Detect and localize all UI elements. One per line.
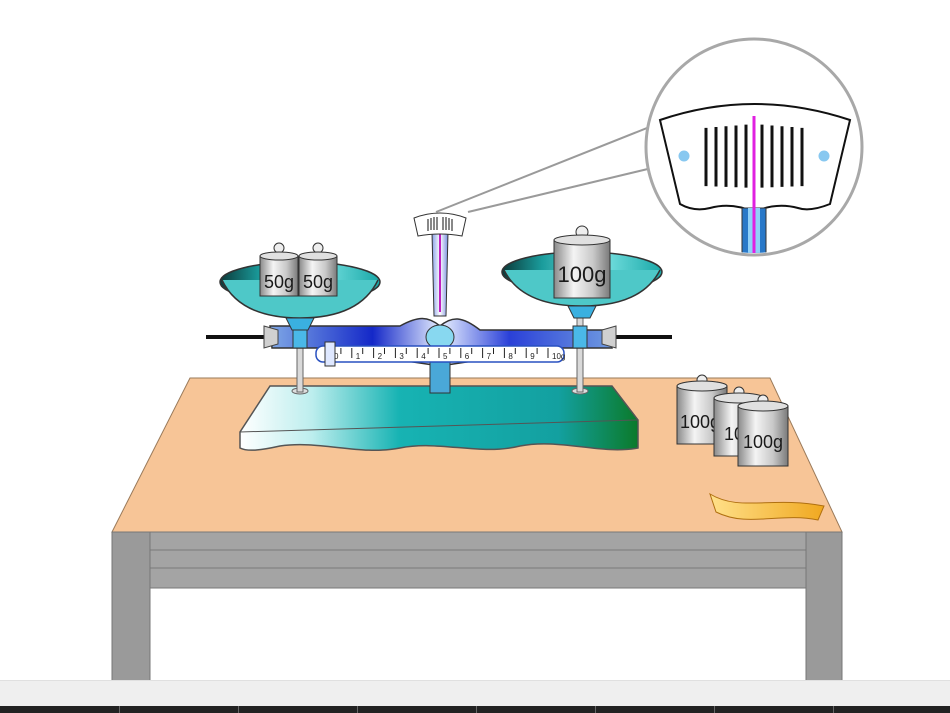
magnified-dial bbox=[644, 37, 864, 257]
scale-label: 5 bbox=[443, 352, 448, 361]
toolbar-separator bbox=[238, 706, 239, 713]
weight-label: 100g bbox=[743, 432, 783, 452]
scale-label: 10g bbox=[552, 352, 565, 361]
weight-100g-table-c[interactable]: 100g bbox=[737, 394, 789, 467]
toolbar-separator bbox=[714, 706, 715, 713]
scale-label: 7 bbox=[487, 352, 492, 361]
bottom-panel bbox=[0, 680, 950, 707]
toolbar-separator bbox=[476, 706, 477, 713]
weight-50g-a[interactable]: 50g bbox=[259, 242, 299, 297]
table-leg-right bbox=[805, 531, 843, 683]
beam-scale: 0 1 2 3 4 5 6 7 8 9 10g bbox=[315, 341, 565, 367]
toolbar-separator bbox=[833, 706, 834, 713]
weight-label: 50g bbox=[264, 272, 294, 292]
scale-label: 3 bbox=[399, 352, 404, 361]
scale-label: 9 bbox=[530, 352, 535, 361]
scale-label: 1 bbox=[356, 352, 361, 361]
bottom-toolbar bbox=[0, 706, 950, 713]
scale-label: 4 bbox=[421, 352, 426, 361]
weight-label: 100g bbox=[680, 412, 720, 432]
tweezers[interactable] bbox=[709, 492, 825, 521]
balance-base bbox=[239, 385, 639, 451]
balance-dial bbox=[413, 212, 467, 237]
scale-label: 2 bbox=[378, 352, 383, 361]
beam-rider[interactable] bbox=[324, 341, 336, 367]
weight-100g-on-pan[interactable]: 100g bbox=[553, 225, 611, 299]
weight-50g-b[interactable]: 50g bbox=[298, 242, 338, 297]
toolbar-separator bbox=[119, 706, 120, 713]
scale-label: 6 bbox=[465, 352, 470, 361]
table-apron bbox=[111, 531, 843, 589]
toolbar-separator bbox=[357, 706, 358, 713]
scale-label: 0 bbox=[334, 352, 339, 361]
toolbar-separator bbox=[595, 706, 596, 713]
weight-label: 100g bbox=[558, 262, 607, 287]
table-leg-left bbox=[111, 531, 151, 683]
scale-label: 8 bbox=[508, 352, 513, 361]
balance-beam bbox=[206, 317, 672, 394]
weight-label: 50g bbox=[303, 272, 333, 292]
